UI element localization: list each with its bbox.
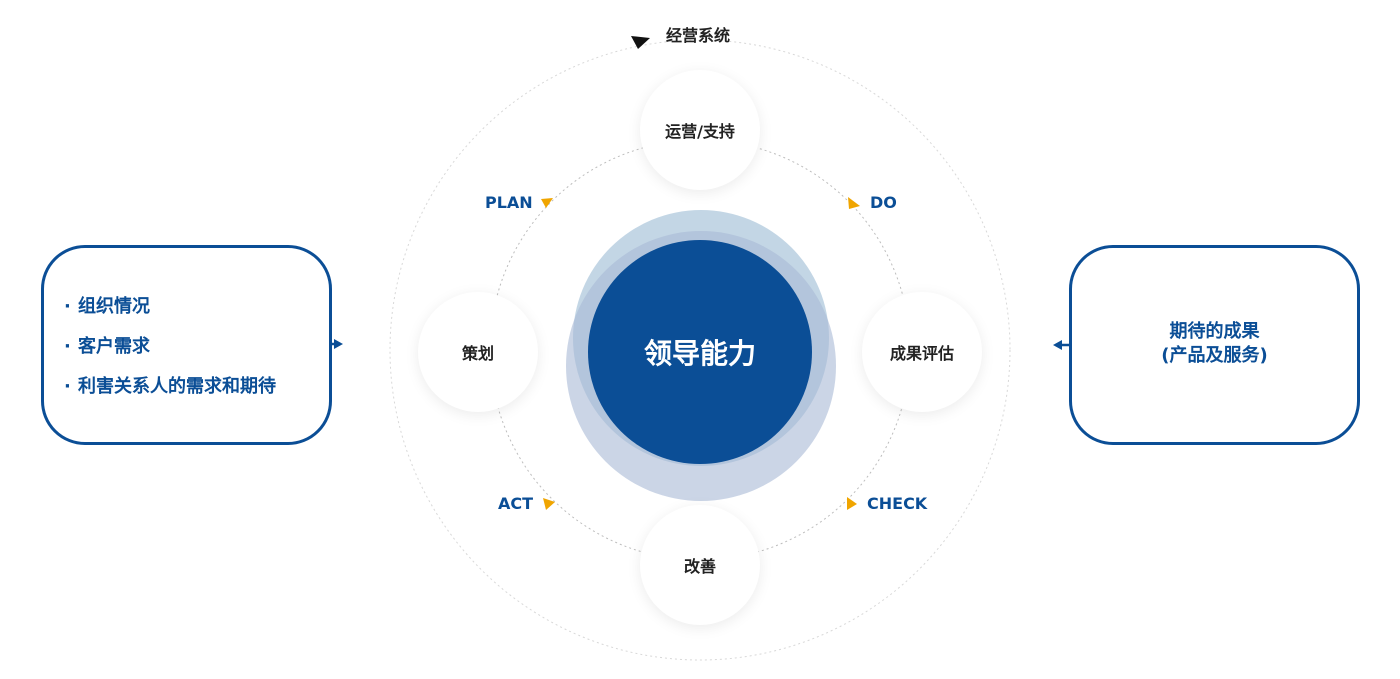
- act-arrow-icon: [543, 498, 555, 510]
- list-item: · 客户需求: [64, 328, 276, 368]
- list-item: · 组织情况: [64, 288, 276, 328]
- output-text: 期待的成果 (产品及服务): [1072, 320, 1357, 368]
- requirements-list: · 组织情况 · 客户需求 · 利害关系人的需求和期待: [64, 288, 276, 408]
- plan-arrow-icon: [541, 198, 553, 208]
- requirement-text: 利害关系人的需求和期待: [78, 376, 276, 397]
- requirement-text: 组织情况: [78, 296, 150, 317]
- center-label: 领导能力: [643, 337, 756, 370]
- bullet: ·: [64, 296, 71, 317]
- list-item: · 利害关系人的需求和期待: [64, 368, 276, 408]
- do-arrow-icon: [848, 197, 860, 209]
- output-results-box: 期待的成果 (产品及服务): [1069, 245, 1360, 445]
- bullet: ·: [64, 336, 71, 357]
- node-right-label: 成果评估: [889, 344, 954, 363]
- phase-do: DO: [870, 193, 897, 212]
- system-cycle-arrow-icon: [631, 36, 650, 49]
- requirement-text: 客户需求: [78, 336, 150, 357]
- node-performance-evaluation: 成果评估: [862, 292, 982, 412]
- system-label: 经营系统: [666, 26, 731, 45]
- phase-act: ACT: [498, 494, 534, 513]
- node-left-label: 策划: [461, 344, 494, 363]
- node-improvement: 改善: [640, 505, 760, 625]
- check-arrow-icon: [847, 497, 857, 510]
- bullet: ·: [64, 376, 71, 397]
- node-operation-support: 运营/支持: [640, 70, 760, 190]
- phase-plan: PLAN: [485, 193, 533, 212]
- node-top-label: 运营/支持: [665, 122, 735, 141]
- center-leadership: 领导能力: [588, 240, 812, 464]
- phase-check: CHECK: [867, 494, 928, 513]
- output-line-2: (产品及服务): [1161, 345, 1268, 366]
- node-bottom-label: 改善: [683, 557, 716, 576]
- input-requirements-box: · 组织情况 · 客户需求 · 利害关系人的需求和期待: [41, 245, 332, 445]
- output-line-1: 期待的成果: [1169, 321, 1260, 342]
- node-planning: 策划: [418, 292, 538, 412]
- outer-system-ring: [389, 39, 1011, 661]
